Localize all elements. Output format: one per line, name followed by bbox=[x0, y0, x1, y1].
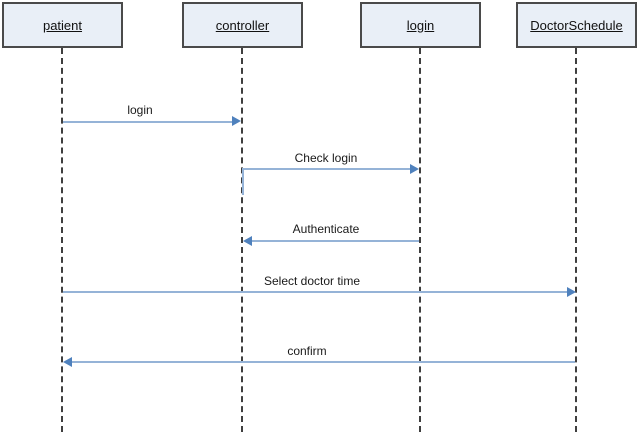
actor-label-patient: patient bbox=[42, 17, 83, 33]
actor-label-doctorschedule: DoctorSchedule bbox=[530, 17, 623, 33]
arrowhead-right-icon bbox=[232, 116, 241, 126]
actor-box-login: login bbox=[360, 2, 481, 48]
arrowhead-right-icon bbox=[567, 287, 576, 297]
message-line-check-login bbox=[243, 168, 410, 170]
arrowhead-right-icon bbox=[410, 164, 419, 174]
lifeline-login bbox=[419, 48, 421, 432]
connector-elbow-stub bbox=[242, 168, 244, 195]
message-label-check-login: Check login bbox=[294, 151, 358, 165]
lifeline-patient bbox=[61, 48, 63, 432]
arrowhead-left-icon bbox=[63, 357, 72, 367]
actor-box-doctorschedule: DoctorSchedule bbox=[516, 2, 637, 48]
message-line-login bbox=[63, 121, 232, 123]
message-line-confirm bbox=[72, 361, 575, 363]
message-line-select-doctor-time bbox=[63, 291, 567, 293]
message-label-authenticate: Authenticate bbox=[292, 222, 360, 236]
actor-box-controller: controller bbox=[182, 2, 303, 48]
message-line-authenticate bbox=[252, 240, 419, 242]
actor-label-login: login bbox=[406, 17, 435, 33]
lifeline-controller bbox=[241, 48, 243, 432]
lifeline-doctorschedule bbox=[575, 48, 577, 432]
actor-box-patient: patient bbox=[2, 2, 123, 48]
arrowhead-left-icon bbox=[243, 236, 252, 246]
message-label-confirm: confirm bbox=[287, 344, 327, 358]
message-label-login: login bbox=[127, 103, 153, 117]
actor-label-controller: controller bbox=[215, 17, 270, 33]
message-label-select-doctor-time: Select doctor time bbox=[263, 274, 361, 288]
